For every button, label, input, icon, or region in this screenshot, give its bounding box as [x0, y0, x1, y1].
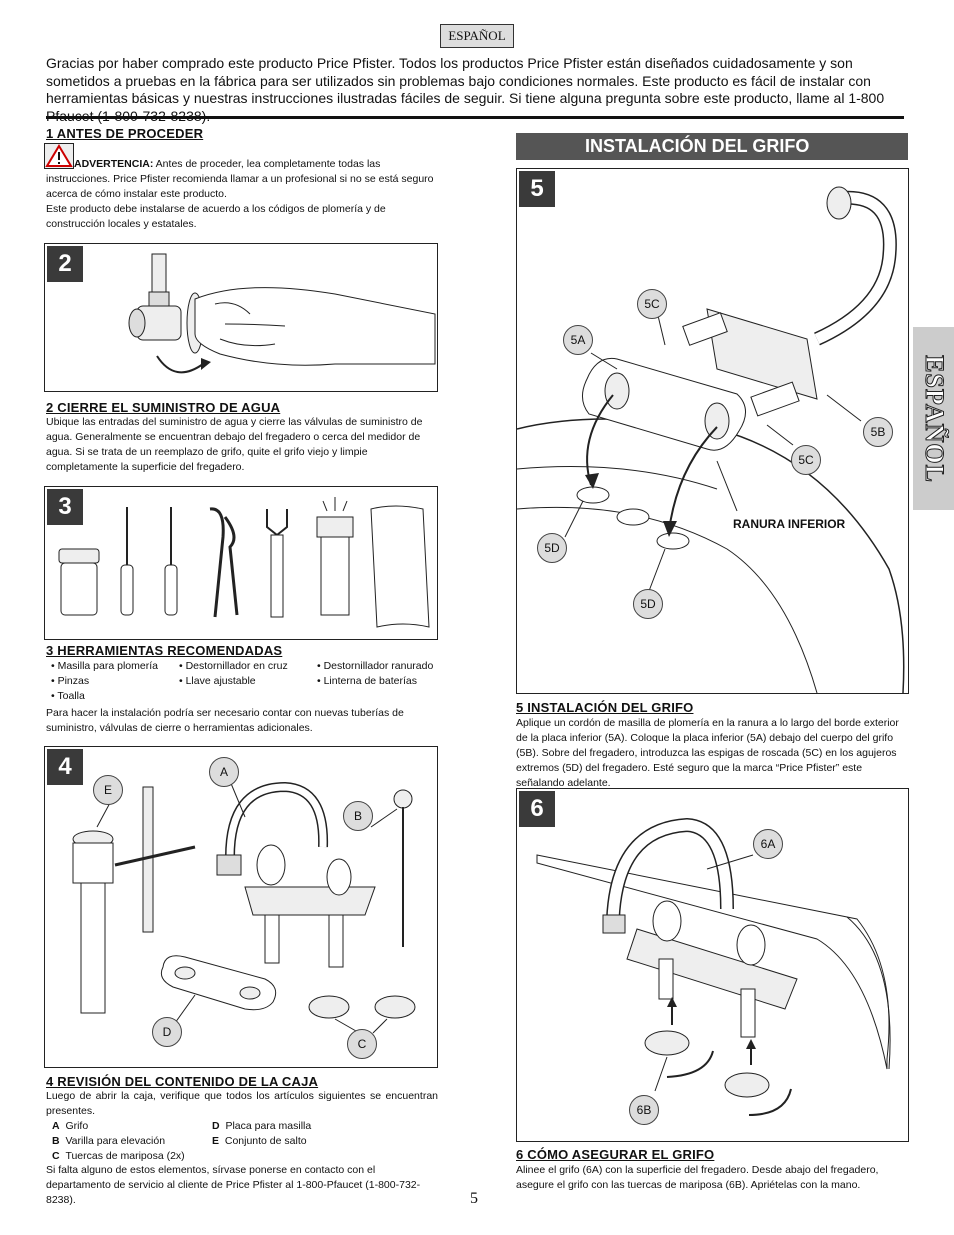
- section-4-intro: Luego de abrir la caja, verifique que to…: [46, 1090, 438, 1117]
- list-item: • Toalla: [51, 690, 85, 702]
- callout-e: E: [93, 775, 123, 805]
- section-6-text: Alinee el grifo (6A) con la superficie d…: [516, 1164, 879, 1191]
- section-4-contact: Si falta alguno de estos elementos, sírv…: [46, 1164, 421, 1206]
- contents-list: A Grifo D Placa para masilla B Varilla p…: [52, 1119, 412, 1164]
- step-5-illustration: 5 5C 5A 5B 5C 5D: [516, 168, 909, 694]
- list-item: [179, 689, 317, 704]
- section-4-title: 4 REVISIÓN DEL CONTENIDO DE LA CAJA: [46, 1074, 319, 1089]
- callout-5a: 5A: [563, 325, 593, 355]
- list-item: • Destornillador en cruz: [179, 660, 288, 672]
- list-item: • Pinzas: [51, 675, 90, 687]
- warning-label: ADVERTENCIA:: [74, 158, 154, 170]
- list-item: C Tuercas de mariposa (2x): [52, 1150, 185, 1162]
- step-number: 4: [47, 749, 83, 785]
- list-item: D Placa para masilla: [212, 1120, 312, 1132]
- step-4-illustration: 4 E A B D C: [44, 746, 438, 1068]
- box-contents-icon: [72, 780, 416, 1036]
- section-1-title: 1 ANTES DE PROCEDER: [46, 126, 204, 141]
- section-3-note: Para hacer la instalación podría ser nec…: [46, 707, 404, 734]
- list-item: • Llave ajustable: [179, 675, 256, 687]
- warning-icon-frame: [44, 143, 74, 169]
- shutoff-valve-hand-icon: [128, 253, 436, 374]
- list-item: [317, 689, 477, 704]
- callout-5c-top: 5C: [637, 289, 667, 319]
- list-item: • Masilla para plomería: [51, 660, 158, 672]
- tools-list: • Masilla para plomería • Destornillador…: [51, 659, 477, 704]
- step-number: 5: [519, 171, 555, 207]
- side-tab-label: ESPAÑOL: [919, 354, 949, 483]
- code-text: Este producto debe instalarse de acuerdo…: [46, 203, 386, 230]
- callout-a: A: [209, 757, 239, 787]
- callout-5b: 5B: [863, 417, 893, 447]
- ranura-label: RANURA INFERIOR: [733, 517, 846, 531]
- step-number: 2: [47, 246, 83, 282]
- intro-paragraph: Gracias por haber comprado este producto…: [46, 55, 885, 124]
- callout-b: B: [343, 801, 373, 831]
- callout-5d-left: 5D: [537, 533, 567, 563]
- step-2-illustration: 2: [44, 243, 438, 392]
- language-side-tab: ESPAÑOL: [913, 327, 954, 510]
- install-section-header: INSTALACIÓN DEL GRIFO: [516, 133, 908, 160]
- warning-body: Antes de proceder, lea completamente tod…: [46, 158, 434, 200]
- callout-5d-bottom: 5D: [633, 589, 663, 619]
- list-item: B Varilla para elevación: [52, 1135, 166, 1147]
- step-number: 3: [47, 489, 83, 525]
- section-5-text: Aplique un cordón de masilla de plomería…: [516, 717, 899, 789]
- warning-text: ADVERTENCIA: Antes de proceder, lea comp…: [46, 157, 438, 202]
- callout-6a: 6A: [753, 829, 783, 859]
- list-item: • Destornillador ranurado: [317, 660, 434, 672]
- section-6-title: 6 CÓMO ASEGURAR EL GRIFO: [516, 1147, 715, 1162]
- section-2-text: Ubique las entradas del suministro de ag…: [46, 416, 423, 473]
- step-number: 6: [519, 791, 555, 827]
- section-2-title: 2 CIERRE EL SUMINISTRO DE AGUA: [46, 400, 281, 415]
- warning-icon: [45, 144, 73, 167]
- list-item: E Conjunto de salto: [212, 1135, 307, 1147]
- list-item: • Linterna de baterías: [317, 675, 417, 687]
- faucet-installation-icon: [517, 186, 905, 693]
- header-divider: [46, 116, 904, 119]
- step-3-illustration: 3: [44, 486, 438, 640]
- section-5-title: 5 INSTALACIÓN DEL GRIFO: [516, 700, 694, 715]
- list-item: A Grifo: [52, 1120, 89, 1132]
- language-tag: ESPAÑOL: [440, 24, 514, 48]
- page-number: 5: [470, 1190, 478, 1207]
- step-6-illustration: 6 6A 6B: [516, 788, 909, 1142]
- callout-5c-bottom: 5C: [791, 445, 821, 475]
- callout-6b: 6B: [629, 1095, 659, 1125]
- section-3-title: 3 HERRAMIENTAS RECOMENDADAS: [46, 643, 283, 658]
- recommended-tools-icon: [58, 497, 430, 628]
- callout-d: D: [152, 1017, 182, 1047]
- callout-c: C: [347, 1029, 377, 1059]
- faucet-securing-icon: [536, 817, 891, 1116]
